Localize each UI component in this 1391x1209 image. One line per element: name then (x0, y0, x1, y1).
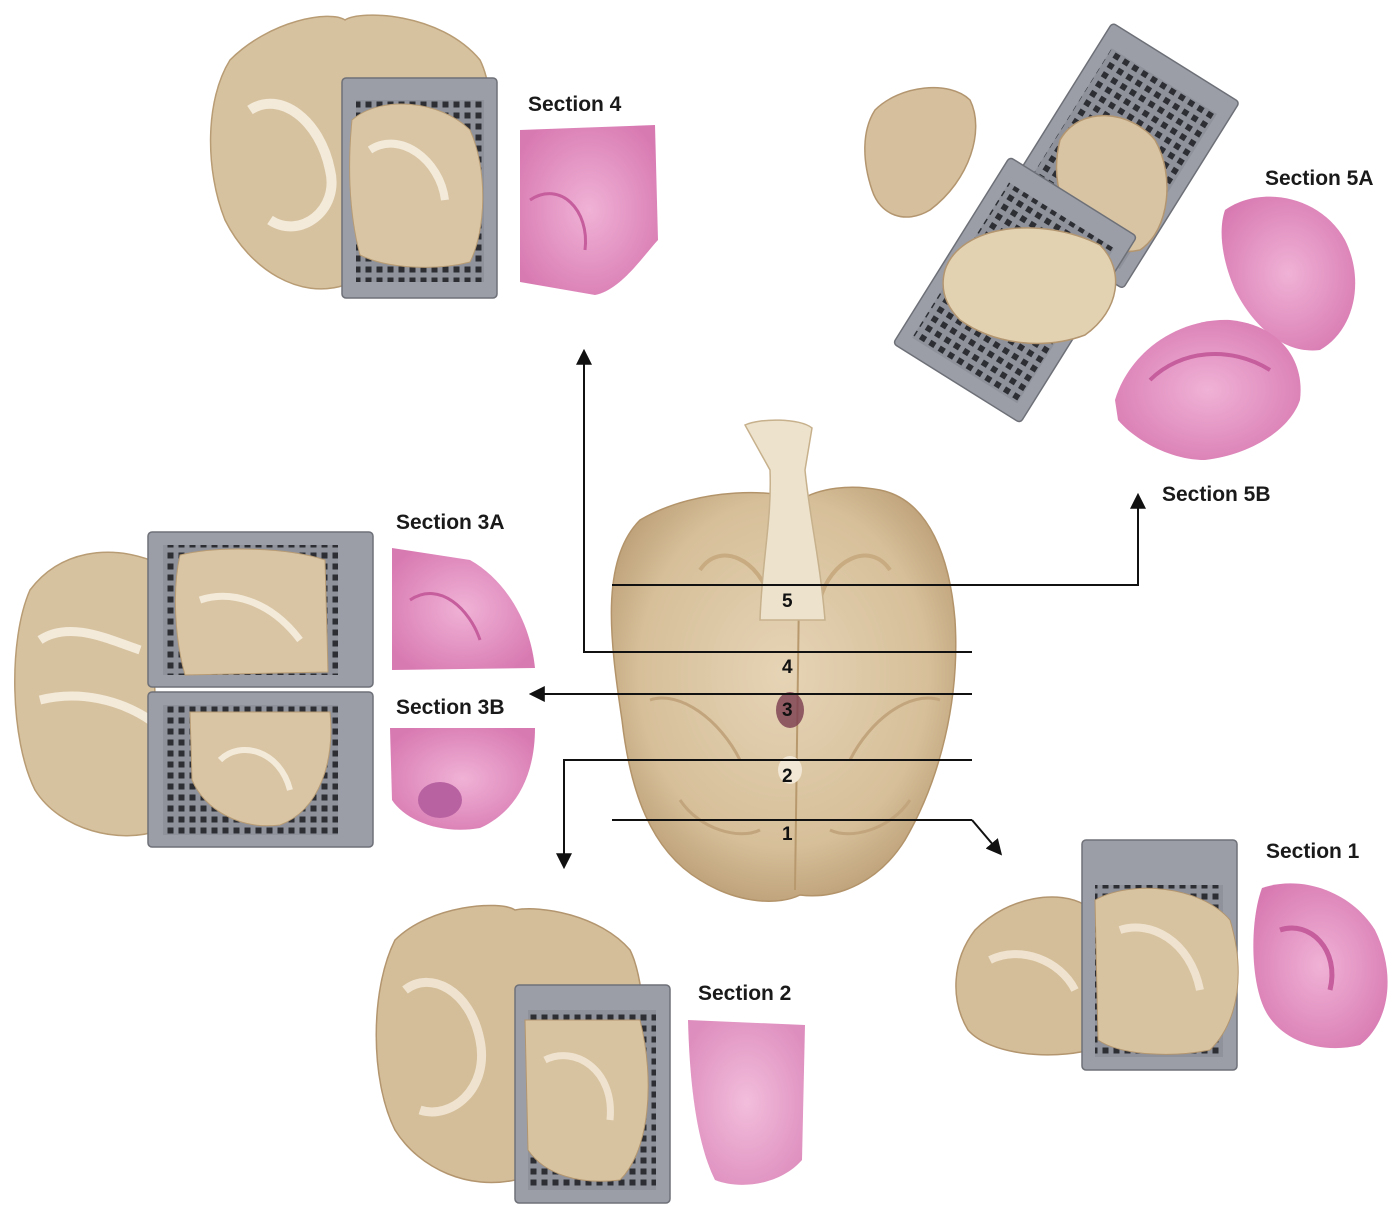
cut-number-5: 5 (782, 591, 793, 612)
section-1-cassette (1082, 840, 1238, 1070)
section-5b-he-slide (1115, 320, 1301, 460)
section-3b-he-slide (390, 728, 535, 830)
arrow-to-section-5 (972, 496, 1138, 585)
section-1-label: Section 1 (1266, 840, 1360, 863)
section-4-label: Section 4 (528, 93, 622, 116)
section-5a-label: Section 5A (1265, 167, 1374, 190)
section-4-he-slide (520, 125, 658, 295)
section-3a-cassette (148, 532, 373, 687)
section-1-group: Section 1 (956, 840, 1388, 1070)
section-5b-slice-in-cassette (943, 228, 1116, 344)
section-5a-slice-left (865, 88, 976, 217)
cut-number-2: 2 (782, 766, 793, 787)
section-3-group: Section 3A Section 3B (15, 511, 535, 847)
arrow-to-section-4 (584, 352, 612, 652)
section-2-cassette (515, 985, 670, 1203)
cut-number-3: 3 (782, 700, 793, 721)
section-4-group: Section 4 (211, 15, 658, 298)
cut-number-4: 4 (782, 657, 793, 678)
section-2-he-slide (688, 1020, 805, 1185)
arrow-to-section-1 (972, 820, 1000, 853)
cut-number-1: 1 (782, 824, 793, 845)
section-1-he-slide (1253, 883, 1387, 1048)
section-3a-label: Section 3A (396, 511, 505, 534)
section-2-label: Section 2 (698, 982, 791, 1005)
arrow-to-section-2 (564, 760, 612, 866)
section-5b-label: Section 5B (1162, 483, 1271, 506)
section-2-group: Section 2 (376, 905, 805, 1203)
section-3b-label: Section 3B (396, 696, 505, 719)
section-5-group: Section 5A Section 5B (865, 23, 1374, 506)
section-4-cassette (342, 78, 497, 298)
section-3b-cassette (148, 692, 373, 847)
